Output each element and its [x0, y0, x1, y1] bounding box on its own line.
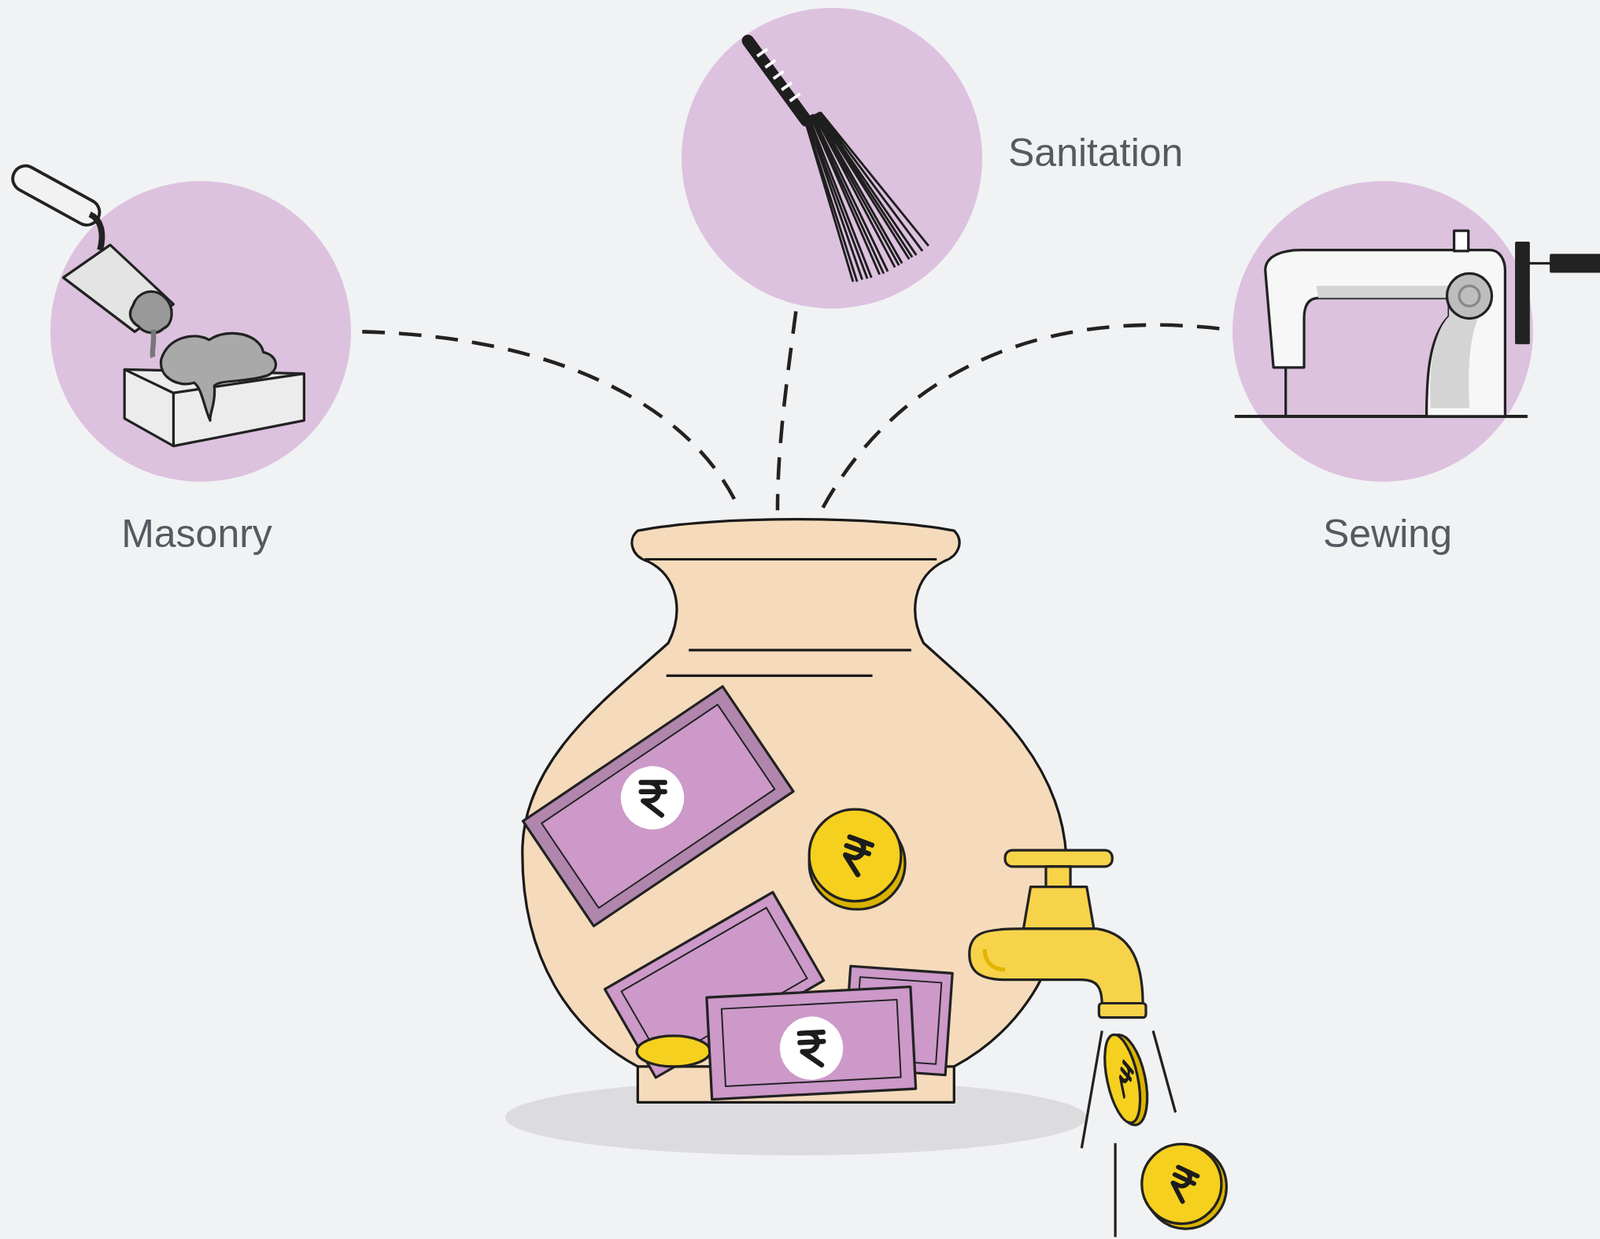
tap: [1098, 1002, 1146, 1017]
rupee-note: [608, 753, 697, 843]
tap: [984, 949, 1006, 970]
icon-circle: Sewing: [1232, 181, 1534, 482]
rupee-note: [522, 686, 794, 926]
tap: [1023, 886, 1094, 929]
sewing-machine-icon: [1528, 262, 1552, 265]
falling-coin: [1097, 1031, 1147, 1127]
rupee-note: [854, 976, 943, 1065]
falling-coin: [1165, 1167, 1198, 1203]
rupee-note: [605, 891, 825, 1077]
trowel-icon: [152, 329, 154, 358]
money-pot: [505, 1079, 1087, 1156]
trowel-icon: [172, 392, 175, 446]
tap: [969, 849, 1146, 1018]
tap: [1005, 849, 1113, 867]
sewing-machine-icon: [1316, 285, 1486, 409]
trowel-icon: [124, 369, 304, 446]
rupee-note: [843, 965, 953, 1075]
rupee-coin: [809, 809, 902, 902]
rupee-note: [522, 686, 794, 926]
rupee-note: [605, 891, 825, 1077]
rupee-note: [721, 999, 902, 1087]
rupee-note: [778, 1014, 845, 1081]
trowel-icon: [25, 178, 304, 447]
sewing-machine-icon: [1234, 230, 1600, 417]
rupee-note: [706, 986, 917, 1100]
trowel-icon: [62, 244, 174, 332]
trowel-icon: [129, 291, 172, 333]
trowel-icon: [124, 369, 304, 393]
dashed-leader: [362, 331, 740, 510]
falling-coin: [1097, 1030, 1154, 1129]
falling-coin: [1081, 1030, 1176, 1238]
falling-coin: [1099, 1030, 1155, 1129]
skill-label: Sanitation: [1008, 133, 1183, 173]
broom-icon: [757, 48, 800, 101]
dashed-leader: [362, 310, 1220, 510]
rupee-coin: [809, 809, 906, 910]
rupee-note: [799, 1031, 825, 1066]
trowel-icon: [89, 214, 102, 250]
icon-circle: Sanitation: [681, 7, 983, 309]
sewing-machine-icon: [1284, 367, 1287, 417]
sewing-machine-icon: [1447, 273, 1493, 318]
broom-icon: [804, 112, 929, 282]
tap: [1045, 866, 1071, 887]
money-pot: [637, 559, 954, 1067]
tap: [969, 928, 1143, 1006]
trowel-icon: [25, 178, 87, 213]
rupee-note: [636, 1035, 710, 1067]
trowel-icon: [160, 332, 276, 421]
money-pot: [522, 519, 1068, 1103]
sewing-machine-icon: [1265, 250, 1506, 417]
rupee-note: [641, 782, 666, 815]
sewing-machine-icon: [1234, 414, 1528, 418]
sewing-machine-icon: [1516, 243, 1530, 344]
broom-icon: [747, 40, 928, 282]
rupee-note: [541, 704, 775, 908]
sewing-machine-icon: [1459, 285, 1480, 307]
dashed-leader: [821, 325, 1220, 511]
icon-circle: Masonry: [50, 181, 352, 482]
falling-coin: [1141, 1143, 1222, 1224]
rupee-coin: [838, 836, 873, 876]
dashed-leader: [777, 310, 796, 510]
money-pot: [505, 519, 1087, 1156]
broom-icon: [747, 40, 806, 121]
rupee-note: [522, 686, 953, 1100]
rupee-note: [621, 907, 808, 1062]
falling-coin: [1145, 1145, 1227, 1229]
sewing-machine-icon: [1454, 230, 1469, 252]
skill-label: Sewing: [1322, 513, 1453, 554]
skill-label: Masonry: [121, 513, 273, 554]
rupee-note: [706, 986, 917, 1100]
falling-coin: [1081, 1030, 1227, 1238]
trowel-icon: [25, 178, 87, 213]
rupee-coin: [809, 817, 906, 910]
sewing-machine-icon: [1551, 254, 1600, 272]
falling-coin: [1115, 1061, 1133, 1098]
rupee-note: [843, 965, 953, 1075]
